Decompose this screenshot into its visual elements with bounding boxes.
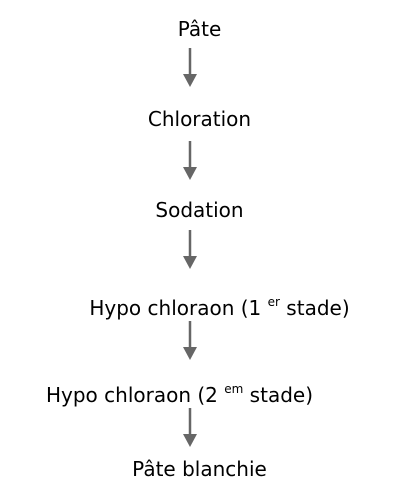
arrow-down-icon: [183, 230, 197, 269]
arrow-down-icon: [183, 408, 197, 447]
arrow-3: [180, 230, 200, 270]
step-hypochloration-1-suffix: stade): [279, 296, 350, 320]
step-pate-blanchie-label: Pâte blanchie: [132, 457, 267, 481]
arrow-5: [180, 408, 200, 448]
arrow-down-icon: [183, 48, 197, 87]
arrow-down-icon: [183, 321, 197, 360]
step-pate-label: Pâte: [177, 17, 222, 41]
step-hypochloration-1-superscript: er: [267, 295, 280, 309]
arrow-4: [180, 321, 200, 361]
step-hypochloration-2-label: Hypo chloraon (2: [45, 383, 225, 407]
step-pate: Pâte: [0, 16, 399, 42]
arrow-2: [180, 141, 200, 181]
step-sodation: Sodation: [0, 197, 399, 223]
step-hypochloration-1: Hypo chloraon (1 er stade): [20, 289, 399, 321]
step-hypochloration-2-suffix: stade): [243, 383, 314, 407]
step-pate-blanchie: Pâte blanchie: [0, 456, 399, 482]
step-hypochloration-2-superscript: em: [224, 382, 244, 396]
step-sodation-label: Sodation: [155, 198, 244, 222]
arrow-1: [180, 48, 200, 88]
arrow-down-icon: [183, 141, 197, 180]
step-hypochloration-1-label: Hypo chloraon (1: [89, 296, 268, 320]
step-chloration-label: Chloration: [147, 107, 252, 131]
step-chloration: Chloration: [0, 106, 399, 132]
step-hypochloration-2: Hypo chloraon (2 em stade): [0, 376, 379, 408]
